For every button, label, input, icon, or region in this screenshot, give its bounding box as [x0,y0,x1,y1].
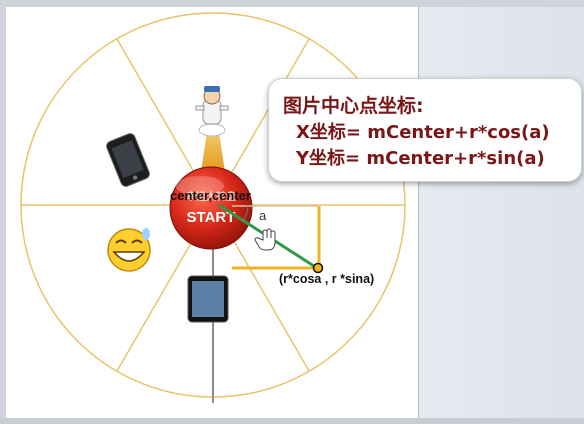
angle-label: a [259,208,267,223]
start-button-line2: START [187,209,236,226]
hand-cursor-icon [254,228,276,251]
wheel-pointer [201,125,225,172]
right-panel [419,7,584,424]
tablet-icon [187,275,229,323]
point-coordinate-label: (r*cosa , r *sina) [279,272,375,286]
angle-arc [242,204,249,222]
formula-callout: 图片中心点坐标: X坐标= mCenter+r*cos(a) Y坐标= mCen… [268,78,582,182]
window-top-edge [0,0,584,7]
callout-title: 图片中心点坐标: [283,95,424,117]
bottom-edge [0,418,584,424]
phone-icon [106,133,150,187]
left-edge [0,0,6,424]
start-button[interactable]: 幸运大转盘 START [169,166,253,250]
start-button-line1: 幸运大转盘 [186,190,236,203]
x-formula: X坐标= mCenter+r*cos(a) [296,122,550,143]
y-formula: Y坐标= mCenter+r*sin(a) [296,148,545,169]
target-point [312,262,324,274]
center-label: center,center [170,188,251,203]
laugh-emoji-icon [107,228,151,272]
person-icon [195,86,229,137]
